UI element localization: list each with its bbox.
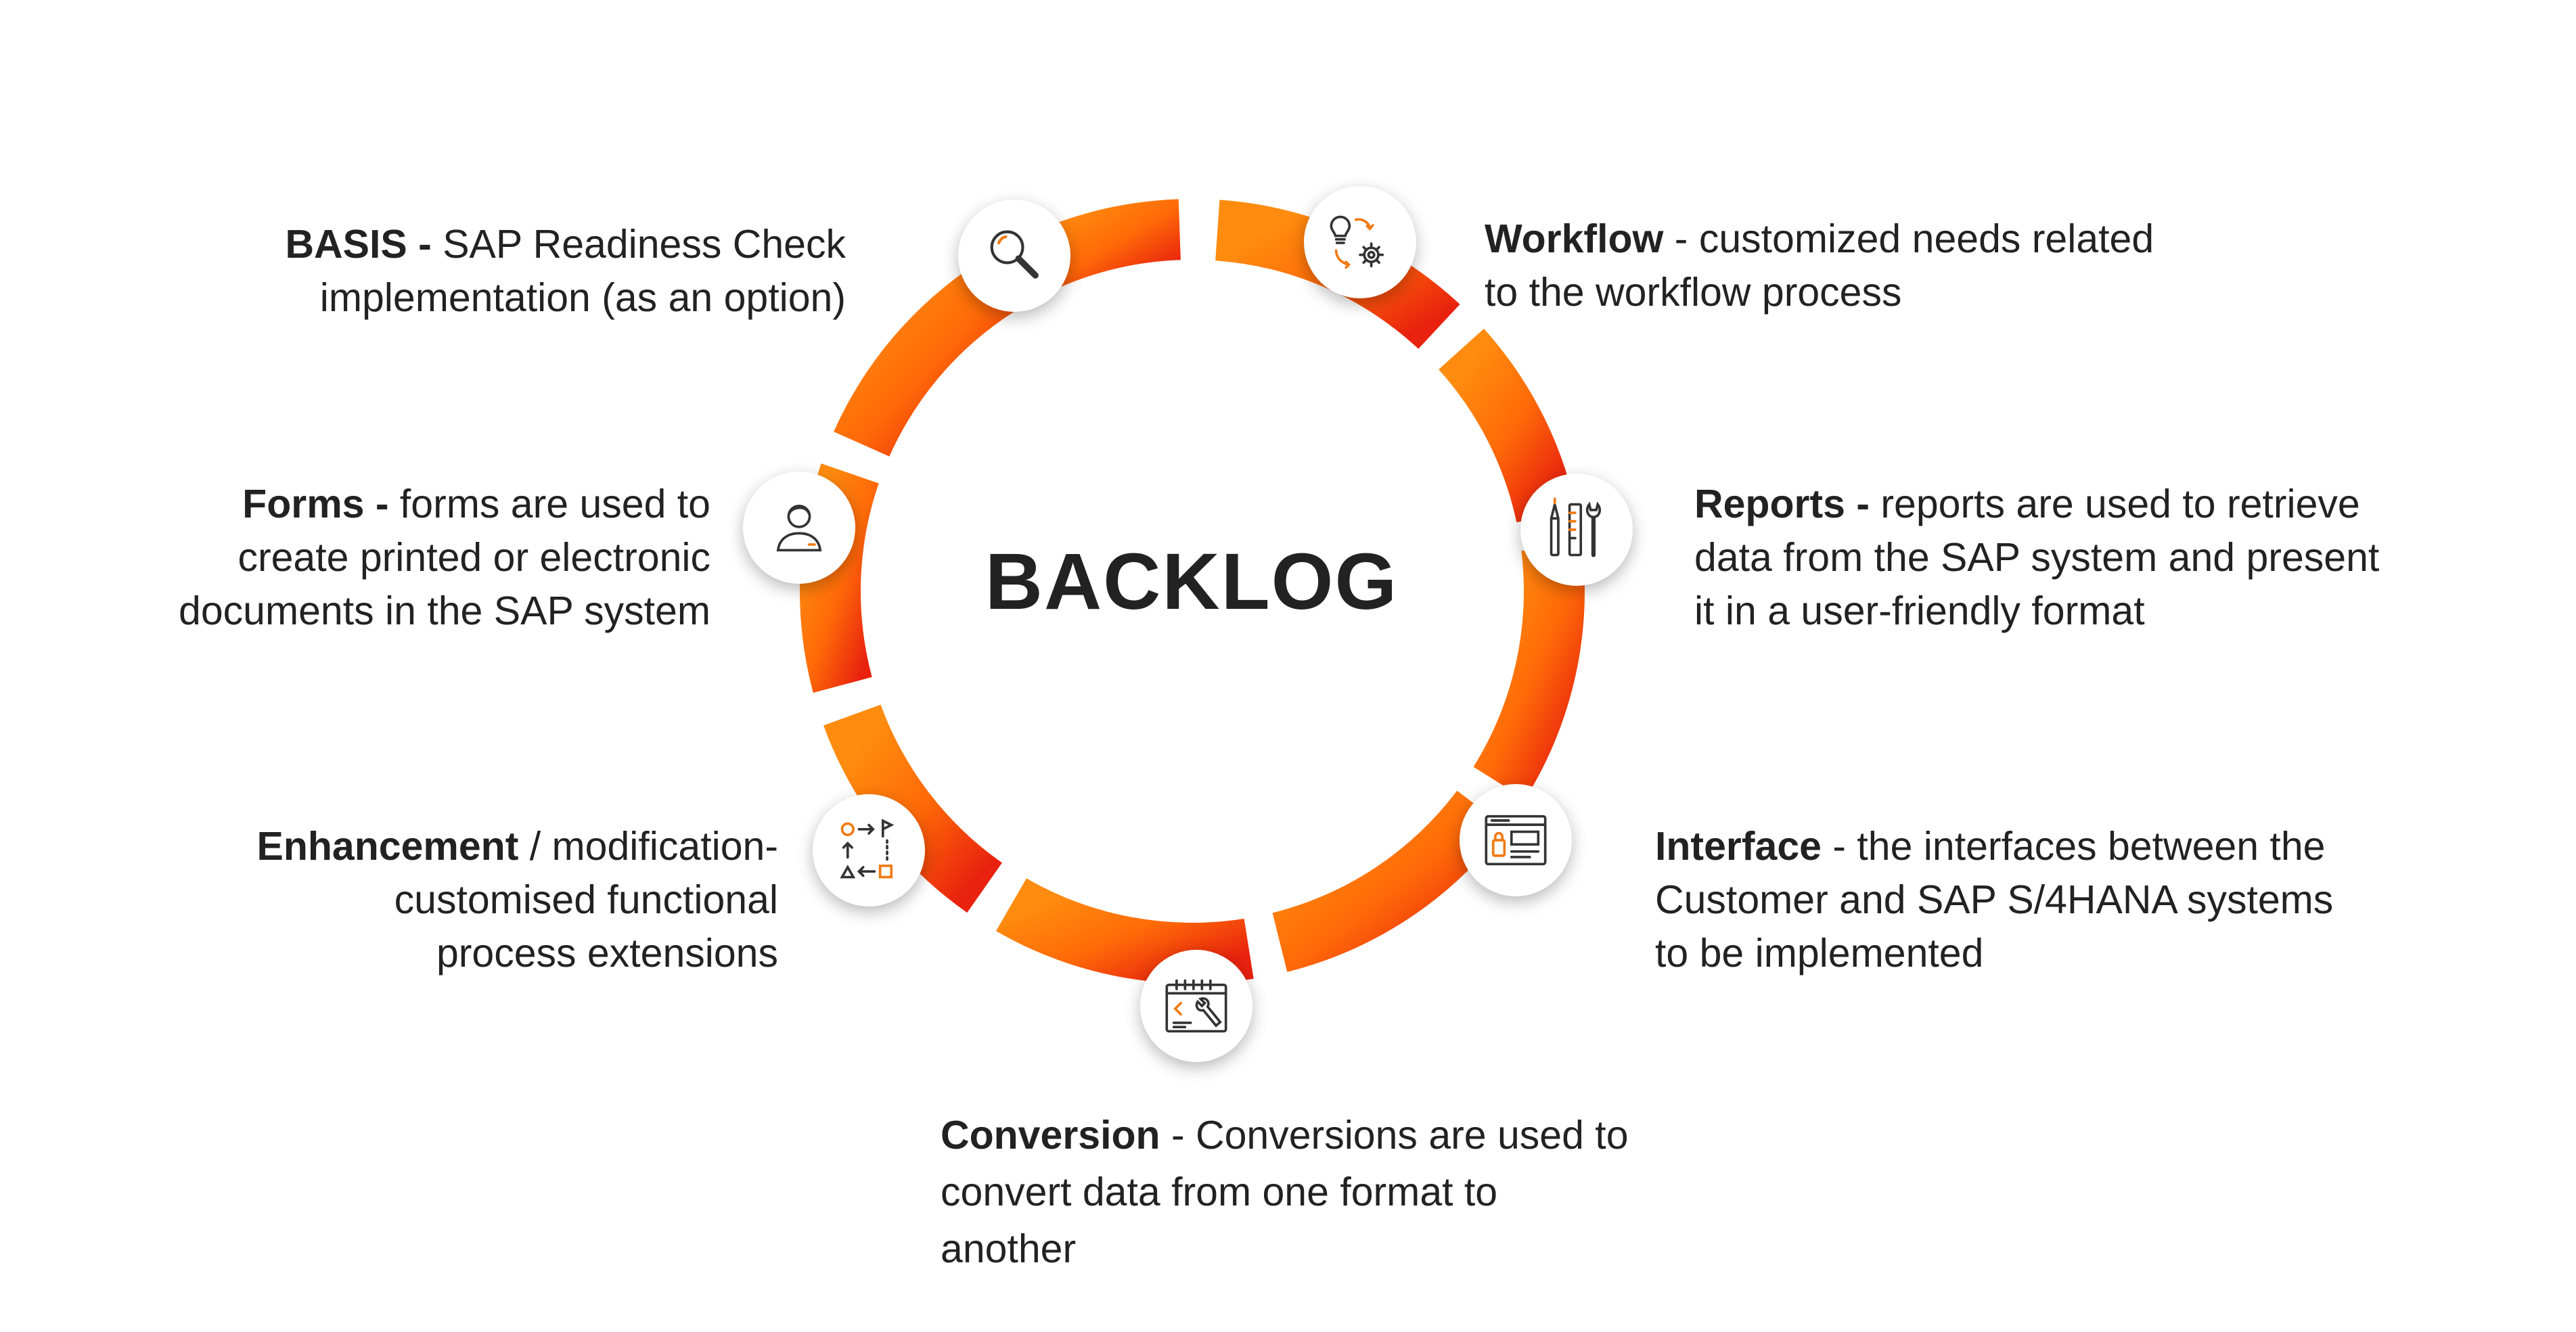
person-icon: [776, 504, 822, 552]
tools-icon: [1550, 497, 1601, 557]
enhancement-badge: [813, 794, 925, 906]
forms-badge: [743, 472, 855, 584]
enhancement-description: Enhancement / modification- customised f…: [256, 824, 778, 975]
forms-description: Forms - forms are used to create printed…: [179, 482, 710, 633]
backlog-title: BACKLOG: [985, 537, 1399, 626]
interface-badge: [1460, 784, 1572, 896]
workflow-badge: [1304, 186, 1416, 298]
workflow-title: Workflow: [1485, 216, 1664, 261]
reports-title: Reports -: [1694, 482, 1881, 526]
magnifier-icon: [990, 230, 1039, 279]
ring-segment-2: [1439, 328, 1577, 523]
ring-segment-6: [823, 704, 1002, 913]
interface-title: Interface: [1655, 824, 1822, 869]
basis-title: BASIS -: [285, 222, 443, 267]
reports-description: Reports - reports are used to retrieve d…: [1694, 482, 2380, 633]
process-flow-icon: [840, 819, 895, 879]
ring-segment-4: [1272, 790, 1506, 972]
window-interface-icon: [1485, 814, 1547, 866]
workflow-description: Workflow - customized needs related to t…: [1485, 216, 2154, 315]
conversion-description: Conversion - Conversions are used to con…: [941, 1113, 1629, 1271]
reports-badge: [1520, 474, 1633, 586]
basis-badge: [958, 200, 1070, 312]
enhancement-title: Enhancement: [256, 824, 519, 869]
basis-description: BASIS - SAP Readiness Check implementati…: [285, 222, 846, 320]
conversion-title: Conversion: [941, 1113, 1160, 1157]
idea-gear-icon: [1330, 215, 1384, 269]
calendar-wrench-icon: [1165, 979, 1227, 1033]
conversion-badge: [1140, 950, 1252, 1062]
ring-segment-3: [1473, 543, 1585, 800]
forms-title: Forms -: [242, 482, 400, 526]
interface-description: Interface - the interfaces between the C…: [1655, 824, 2334, 975]
ring-segment-8: [834, 251, 1026, 457]
